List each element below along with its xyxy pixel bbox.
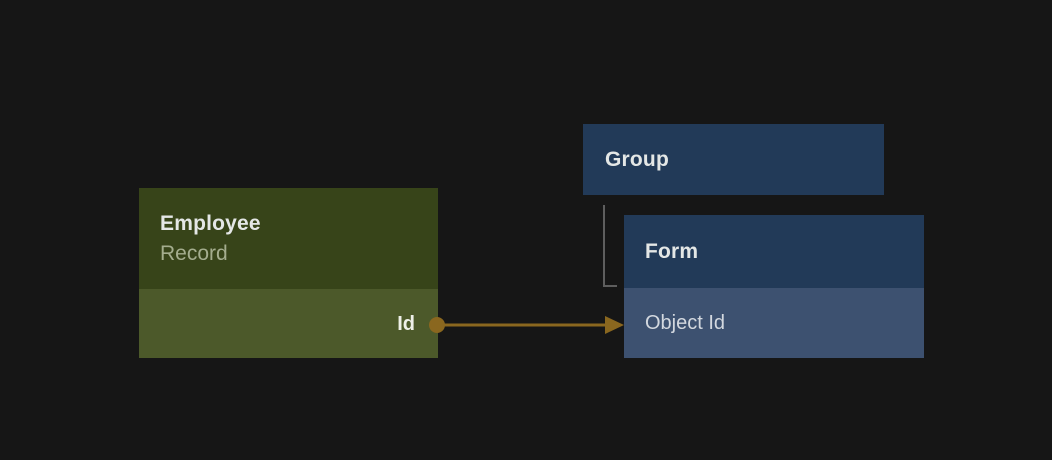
edge-arrowhead-icon <box>605 316 624 334</box>
node-employee-header: Employee Record <box>139 188 438 289</box>
node-group-header: Group <box>583 124 884 195</box>
field-label: Object Id <box>645 312 726 334</box>
node-title: Group <box>605 147 669 171</box>
field-row-object-id[interactable]: Object Id <box>624 288 924 358</box>
node-title: Form <box>645 239 699 263</box>
field-row-id[interactable]: Id <box>139 289 438 358</box>
node-title: Employee <box>160 211 261 235</box>
edge-group-to-form[interactable] <box>603 205 617 287</box>
node-group[interactable]: Group <box>583 124 884 195</box>
node-form[interactable]: Form Object Id <box>624 215 924 358</box>
node-subtitle: Record <box>160 241 228 265</box>
field-label: Id <box>397 312 415 335</box>
node-form-header: Form <box>624 215 924 288</box>
node-employee-record[interactable]: Employee Record Id <box>139 188 438 358</box>
